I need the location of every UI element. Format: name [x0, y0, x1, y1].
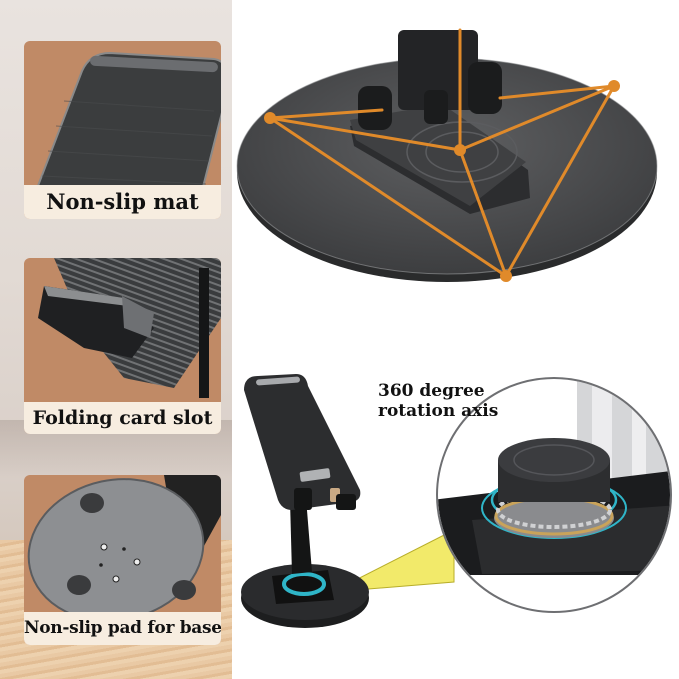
rubber-pad — [172, 580, 196, 600]
base-underside-image — [27, 475, 221, 615]
rotation-detail-image — [241, 374, 672, 628]
magnifier-callout — [436, 377, 672, 613]
feature-panel-folding-card-slot: Folding card slot — [24, 258, 221, 434]
stability-base-image — [236, 28, 658, 282]
rubber-pad — [80, 493, 104, 513]
rotation-axis-label: 360 degree rotation axis — [378, 381, 498, 421]
phone-rest-mat-image — [37, 51, 221, 185]
feature-caption: Non-slip mat — [24, 185, 221, 219]
rubber-pad — [67, 575, 91, 595]
feature-caption: Folding card slot — [24, 402, 221, 434]
rotation-ring-highlight — [282, 572, 326, 596]
phone-stand-full — [241, 374, 369, 628]
rotation-label-line2: rotation axis — [378, 401, 499, 421]
feature-caption: Non-slip pad for base — [24, 612, 221, 645]
feature-panel-non-slip-pad: Non-slip pad for base — [24, 475, 221, 645]
rotation-label-line1: 360 degree — [378, 381, 485, 401]
feature-panel-non-slip-mat: Non-slip mat — [24, 41, 221, 219]
folding-card-slot-image — [38, 258, 221, 398]
stability-triangle — [268, 28, 616, 278]
left-feature-column: Non-slip mat Folding card slot — [0, 0, 232, 679]
